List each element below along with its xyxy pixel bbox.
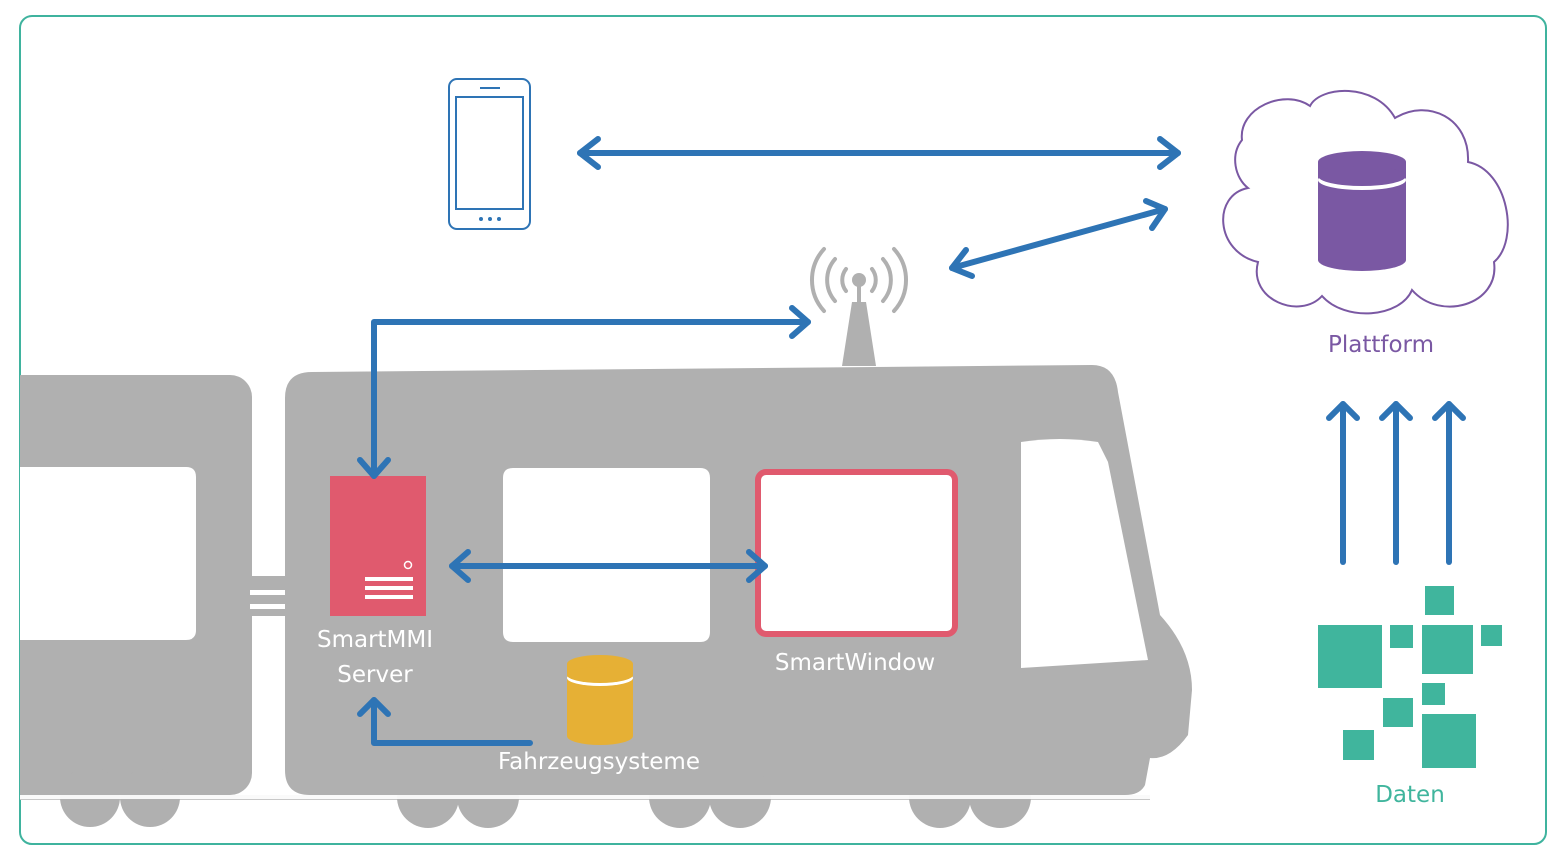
data-blocks-icon [1318, 586, 1502, 768]
server-label-line2: Server [337, 662, 413, 688]
train-car-left [20, 375, 252, 827]
train-coupler [250, 576, 290, 616]
server-icon [330, 476, 426, 616]
smartwindow-frame [755, 469, 958, 637]
server-label-line1: SmartMMI [316, 627, 434, 653]
arrow-data-platform-2 [1379, 401, 1413, 565]
arrow-server-antenna [357, 305, 811, 479]
arrow-vehicle-server [357, 697, 533, 746]
train-car-main [285, 365, 1192, 828]
arrow-server-smartwindow [449, 549, 768, 583]
smartphone-icon [448, 78, 531, 230]
arrow-phone-cloud [577, 136, 1181, 170]
platform-label: Plattform [1327, 332, 1435, 358]
arrow-data-platform-1 [1326, 401, 1360, 565]
smartwindow-label: SmartWindow [774, 650, 936, 676]
vehicle-systems-database-icon [567, 655, 633, 745]
database-icon [1318, 151, 1406, 271]
arrow-data-platform-3 [1432, 401, 1466, 565]
arrows [357, 136, 1466, 746]
antenna-icon [810, 247, 908, 366]
arrow-antenna-cloud [949, 198, 1168, 279]
data-label: Daten [1375, 782, 1445, 808]
vehicle-systems-label: Fahrzeugsysteme [498, 749, 700, 775]
